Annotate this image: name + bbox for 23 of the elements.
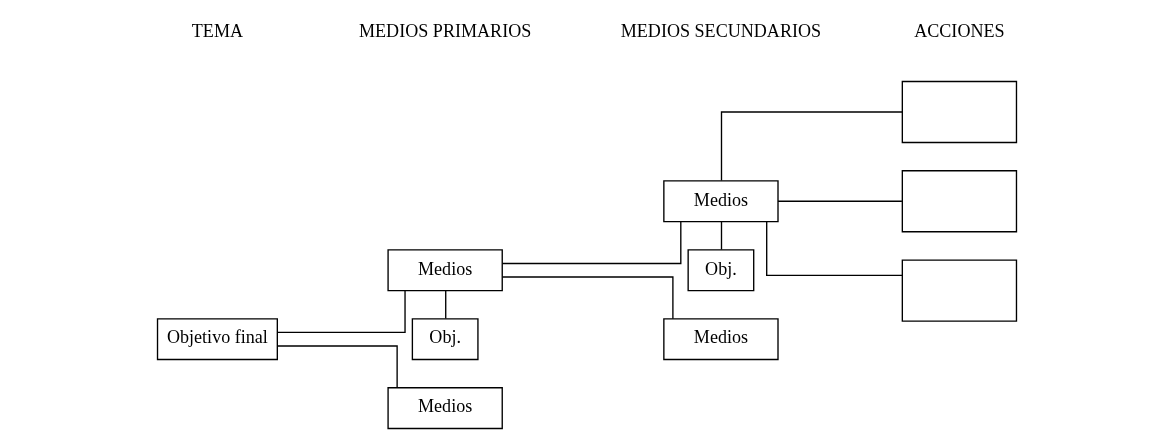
label: MEDIOS PRIMARIOS (359, 21, 532, 42)
connector (720, 221, 723, 251)
connector (445, 290, 447, 320)
node-box: Obj. (411, 318, 479, 361)
node-box: Medios (663, 180, 779, 223)
node-box: Objetivo final (156, 318, 278, 361)
label: ACCIONES (914, 21, 1005, 42)
node-box (901, 259, 1018, 322)
label: MEDIOS SECUNDARIOS (620, 21, 822, 42)
label: TEMA (191, 21, 244, 42)
node-box (901, 80, 1018, 144)
connector (277, 345, 398, 389)
node-box: Medios (387, 387, 503, 430)
connector (720, 111, 903, 182)
connector (766, 221, 903, 276)
node-box: Obj. (687, 249, 755, 292)
node-box (901, 170, 1018, 233)
connector (777, 200, 903, 202)
connector (501, 276, 674, 320)
connector (277, 289, 406, 334)
node-box: Medios (663, 318, 779, 361)
node-box: Medios (387, 249, 503, 292)
connector (501, 220, 682, 265)
